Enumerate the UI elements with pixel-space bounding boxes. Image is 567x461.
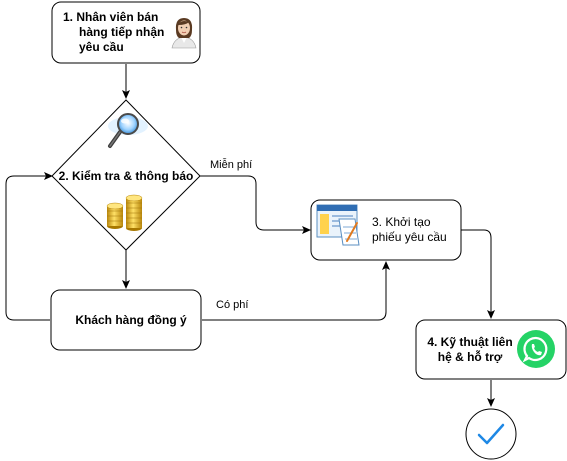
edge-customer-to-step2-loop <box>5 172 53 321</box>
node-step1[interactable]: 1. Nhân viên bán hàng tiếp nhận yêu cầu <box>51 1 201 64</box>
node-step3[interactable]: 3. Khởi tạo phiếu yêu cầu <box>310 199 462 261</box>
step4-label-line2: hệ & hỗ trợ <box>438 349 503 364</box>
step1-label-line3: yêu cầu <box>79 40 124 54</box>
step3-label-line2: phiếu yêu cầu <box>372 230 447 244</box>
edges <box>5 64 495 407</box>
edge-label-paid: Có phí <box>216 299 248 311</box>
end-node <box>465 408 517 460</box>
form-document-icon <box>316 204 360 246</box>
checkmark-icon <box>477 423 505 445</box>
edge-customer-to-step3-paid <box>202 261 390 321</box>
customer-label: Khách hàng đồng ý <box>75 313 187 327</box>
edge-step3-to-step4 <box>461 229 495 319</box>
node-customer-agrees[interactable]: Khách hàng đồng ý <box>50 289 202 351</box>
step3-label-line1: 3. Khởi tạo <box>372 215 431 229</box>
whatsapp-icon <box>517 330 555 368</box>
gold-coins-icon <box>106 194 143 231</box>
edge-step2-to-step3-free <box>200 175 311 234</box>
edge-label-free: Miễn phí <box>210 158 252 171</box>
step4-label-line1: 4. Kỹ thuật liên <box>427 335 512 349</box>
woman-avatar-icon <box>171 18 197 49</box>
step1-label-line1: 1. Nhân viên bán <box>63 10 158 24</box>
step2-label: 2. Kiểm tra & thông báo <box>59 169 194 183</box>
step1-label-line2: hàng tiếp nhận <box>79 25 164 39</box>
node-step2[interactable]: 2. Kiểm tra & thông báo <box>51 99 201 251</box>
node-step4[interactable]: 4. Kỹ thuật liên hệ & hỗ trợ <box>415 319 567 380</box>
magnifier-icon <box>108 113 148 148</box>
